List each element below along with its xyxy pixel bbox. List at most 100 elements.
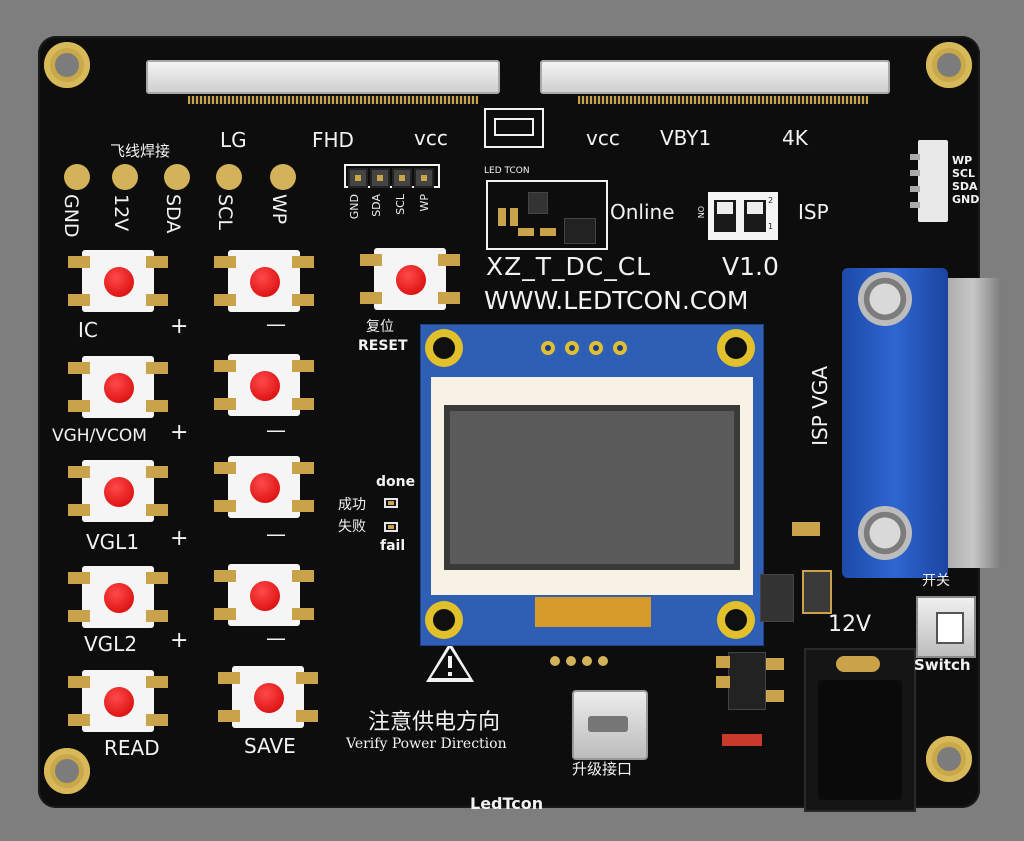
vgh-plus-button[interactable] (68, 356, 168, 418)
label-lg: LG (220, 128, 247, 152)
button-cap (254, 683, 284, 713)
oled-screen (444, 405, 740, 570)
button-cap (104, 267, 134, 297)
pad-12v (112, 164, 138, 190)
vgl1-minus-button[interactable] (214, 456, 314, 518)
vgl2-plus-button[interactable] (68, 566, 168, 628)
vgh-label: VGH/VCOM (52, 426, 147, 446)
pad-label-wp: WP (268, 194, 290, 225)
header-label-gnd: GND (348, 194, 361, 220)
switch-cn-label: 开关 (922, 573, 950, 589)
mounting-hole-bottom-right (926, 736, 972, 782)
capacitor (802, 570, 832, 614)
vgl2-minus-button[interactable] (214, 564, 314, 626)
test-pad-3 (582, 656, 592, 666)
oled-module (420, 324, 764, 646)
reset-button[interactable] (360, 248, 460, 310)
button-cap (250, 267, 280, 297)
save-button[interactable] (218, 666, 318, 728)
pcb-board: LG FHD vcc vcc VBY1 4K LED TCON 飞线焊接 GND… (38, 36, 1002, 813)
save-label: SAVE (244, 734, 296, 758)
header-label-scl: SCL (394, 194, 407, 215)
button-cap (104, 687, 134, 717)
status-success-label: 成功 (338, 497, 366, 513)
version-label: V1.0 (722, 252, 779, 281)
warning-cn-label: 注意供电方向 (368, 710, 501, 735)
website-label: WWW.LEDTCON.COM (484, 286, 749, 315)
mounting-hole-top-right (926, 42, 972, 88)
header-label-wp: WP (418, 194, 431, 212)
vga-screw-top (858, 272, 912, 326)
conn-label-wp: WP (952, 154, 973, 167)
read-label: READ (104, 736, 160, 760)
button-cap (250, 581, 280, 611)
mcu-box (486, 180, 608, 250)
reset-en-label: RESET (358, 338, 408, 354)
button-cap (104, 373, 134, 403)
fpc-pins-lg-fhd (188, 96, 478, 104)
ic-minus-label: — (266, 312, 286, 336)
label-vby1: VBY1 (660, 126, 712, 150)
warning-icon (426, 642, 474, 682)
pad-label-scl: SCL (214, 194, 236, 230)
button-cap (104, 477, 134, 507)
dip-switch[interactable]: ON 1 2 (696, 192, 778, 240)
fpc-connector-lg-fhd (146, 60, 500, 94)
label-fhd: FHD (312, 128, 354, 152)
dip-1-label: 1 (768, 222, 774, 231)
status-done-label: done (376, 474, 416, 490)
ic-minus-button[interactable] (214, 250, 314, 312)
test-pad-2 (566, 656, 576, 666)
success-led (384, 498, 398, 508)
power-12v-label: 12V (828, 612, 872, 637)
model-label: XZ_T_DC_CL (486, 252, 652, 281)
mounting-hole-top-left (44, 42, 90, 88)
fail-led (384, 522, 398, 532)
switch-en-label: Switch (914, 656, 971, 674)
oled-hole-tr (717, 329, 755, 367)
fpc-connector-vby1-4k (540, 60, 890, 94)
vgl2-plus-label: + (170, 628, 189, 653)
warning-en-label: Verify Power Direction (346, 736, 507, 752)
conn-label-scl: SCL (952, 167, 976, 180)
test-pad-1 (550, 656, 560, 666)
i2c-connector (910, 140, 948, 222)
brand-logo: LedTcon (470, 794, 544, 813)
diode (760, 574, 794, 622)
ic-plus-button[interactable] (68, 250, 168, 312)
pin-header (344, 164, 440, 188)
label-vcc-right: vcc (586, 126, 620, 150)
pad-label-12v: 12V (110, 194, 132, 232)
power-switch[interactable] (916, 596, 976, 658)
ic-plus-label: + (170, 314, 189, 339)
label-4k: 4K (782, 126, 808, 150)
reset-cn-label: 复位 (366, 319, 394, 335)
header-label-sda: SDA (370, 194, 383, 217)
oled-flex-cable (535, 597, 651, 627)
conn-label-gnd: GND (952, 193, 980, 206)
ic-label: IC (78, 318, 98, 342)
vgl1-label: VGL1 (86, 530, 140, 554)
regulator (728, 652, 766, 710)
label-isp: ISP (798, 200, 829, 224)
vgh-minus-label: — (266, 418, 286, 442)
label-vcc-left: vcc (414, 126, 448, 150)
mounting-hole-bottom-left (44, 748, 90, 794)
oled-hole-br (717, 601, 755, 639)
vgl1-plus-label: + (170, 526, 189, 551)
vgh-minus-button[interactable] (214, 354, 314, 416)
test-pad-4 (598, 656, 608, 666)
pad-label-gnd: GND (60, 194, 82, 238)
conn-label-sda: SDA (952, 180, 978, 193)
vgl1-minus-label: — (266, 522, 286, 546)
pad-sda (164, 164, 190, 190)
vga-screw-bottom (858, 506, 912, 560)
read-button[interactable] (68, 670, 168, 732)
upgrade-port-label: 升级接口 (572, 760, 633, 778)
vgl1-plus-button[interactable] (68, 460, 168, 522)
button-cap (250, 473, 280, 503)
upgrade-usb-port[interactable] (572, 690, 648, 760)
dip-2-label: 2 (768, 196, 774, 205)
power-jack[interactable] (804, 648, 916, 812)
button-cap (104, 583, 134, 613)
